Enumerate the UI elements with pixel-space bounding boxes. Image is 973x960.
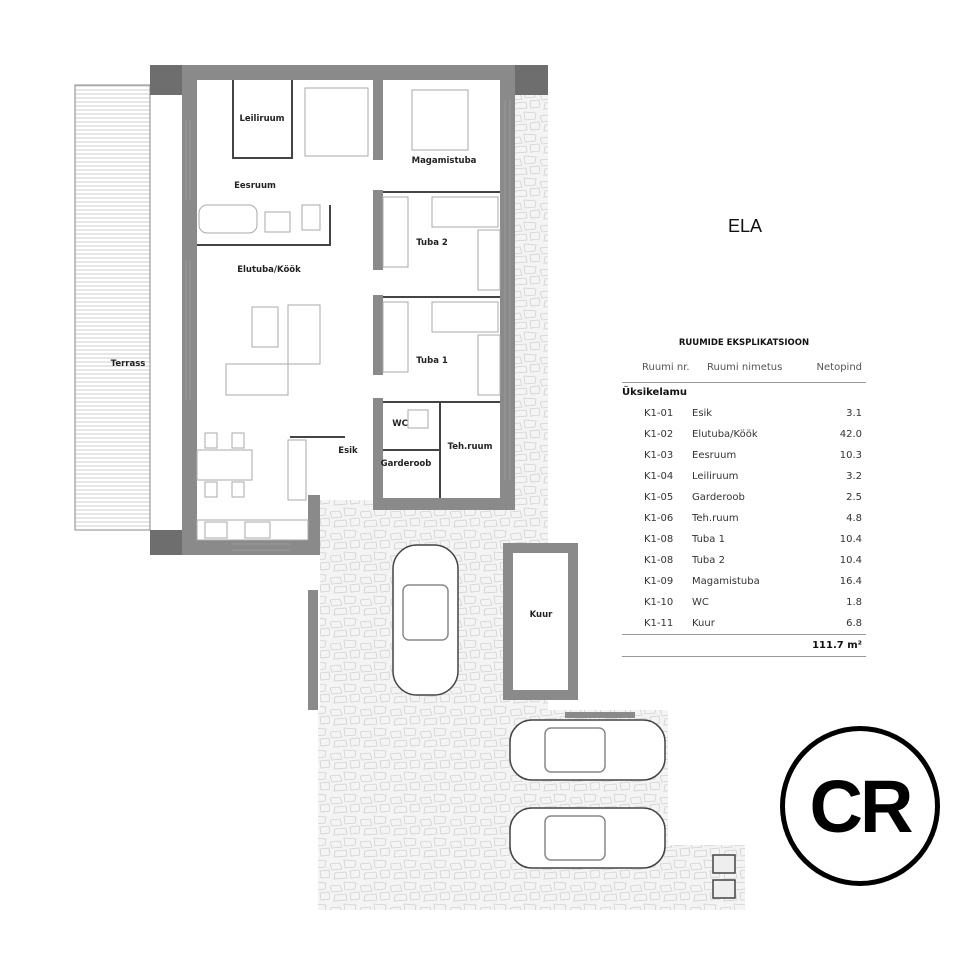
table-row: K1-08 Tuba 1 10.4 xyxy=(622,529,866,550)
room-schedule-table: RUUMIDE EKSPLIKATSIOON Ruumi nr. Ruumi n… xyxy=(622,336,866,657)
room-nr: K1-11 xyxy=(644,618,674,629)
room-name: Tuba 2 xyxy=(692,555,725,566)
room-label-kuur: Kuur xyxy=(530,610,554,620)
kuur-shed xyxy=(503,543,578,700)
net-area: 4.8 xyxy=(846,513,862,524)
room-nr: K1-05 xyxy=(644,492,674,503)
room-name: Kuur xyxy=(692,618,715,629)
table-row: K1-01 Esik 3.1 xyxy=(622,403,866,424)
cars xyxy=(392,544,736,899)
room-nr: K1-06 xyxy=(644,513,674,524)
room-label-magamistuba: Magamistuba xyxy=(412,156,477,166)
room-name: Teh.ruum xyxy=(692,513,739,524)
room-label-garderoob: Garderoob xyxy=(381,459,432,469)
room-name: WC xyxy=(692,597,709,608)
room-nr: K1-09 xyxy=(644,576,674,587)
room-name: Tuba 1 xyxy=(692,534,725,545)
room-name: Magamistuba xyxy=(692,576,760,587)
car-icon xyxy=(509,719,666,781)
windows xyxy=(185,100,511,551)
room-name: Leiliruum xyxy=(692,471,739,482)
table-row: K1-05 Garderoob 2.5 xyxy=(622,487,866,508)
room-label-leiliruum: Leiliruum xyxy=(239,114,284,124)
total-area: 111.7 m² xyxy=(812,640,862,651)
room-name: Elutuba/Köök xyxy=(692,429,758,440)
net-area: 42.0 xyxy=(839,429,862,440)
table-row: K1-09 Magamistuba 16.4 xyxy=(622,571,866,592)
net-area: 1.8 xyxy=(846,597,862,608)
table-row: K1-08 Tuba 2 10.4 xyxy=(622,550,866,571)
net-area: 10.4 xyxy=(839,534,862,545)
room-label-eesruum: Eesruum xyxy=(234,181,276,191)
table-title: RUUMIDE EKSPLIKATSIOON xyxy=(678,338,810,348)
room-label-esik: Esik xyxy=(338,446,358,456)
table-row: K1-10 WC 1.8 xyxy=(622,592,866,613)
table-row: K1-04 Leiliruum 3.2 xyxy=(622,466,866,487)
room-nr: K1-02 xyxy=(644,429,674,440)
net-area: 2.5 xyxy=(846,492,862,503)
room-label-terrass: Terrass xyxy=(111,359,146,369)
room-label-tehruum: Teh.ruum xyxy=(448,442,493,452)
header-room-name: Ruumi nimetus xyxy=(707,362,783,373)
room-name: Esik xyxy=(692,408,713,419)
net-area: 3.1 xyxy=(846,408,862,419)
interior-walls xyxy=(197,80,500,498)
header-net-area: Netopind xyxy=(816,362,862,373)
room-nr: K1-04 xyxy=(644,471,674,482)
table-header: Ruumi nr. Ruumi nimetus Netopind xyxy=(622,358,866,383)
net-area: 10.4 xyxy=(839,555,862,566)
room-label-tuba1: Tuba 1 xyxy=(416,356,448,366)
table-row: K1-06 Teh.ruum 4.8 xyxy=(622,508,866,529)
room-name: Eesruum xyxy=(692,450,737,461)
room-label-wc: WC xyxy=(392,419,408,429)
room-nr: K1-08 xyxy=(644,534,674,545)
room-name: Garderoob xyxy=(692,492,745,503)
header-room-nr: Ruumi nr. xyxy=(642,362,690,373)
furniture xyxy=(196,87,501,541)
room-nr: K1-08 xyxy=(644,555,674,566)
net-area: 16.4 xyxy=(839,576,862,587)
room-nr: K1-03 xyxy=(644,450,674,461)
table-group: Üksikelamu xyxy=(622,387,688,398)
terrace-deck xyxy=(74,84,151,531)
car-icon xyxy=(509,807,666,869)
plan-title: ELA xyxy=(728,216,763,236)
room-label-tuba2: Tuba 2 xyxy=(416,238,448,248)
room-nr: K1-10 xyxy=(644,597,674,608)
room-label-elutuba: Elutuba/Köök xyxy=(237,265,301,275)
table-row: K1-03 Eesruum 10.3 xyxy=(622,445,866,466)
room-nr: K1-01 xyxy=(644,408,674,419)
cr-logo: CR xyxy=(780,726,940,886)
table-row: K1-11 Kuur 6.8 xyxy=(622,613,866,634)
table-total-row: 111.7 m² xyxy=(622,634,866,657)
net-area: 3.2 xyxy=(846,471,862,482)
net-area: 6.8 xyxy=(846,618,862,629)
table-row: K1-02 Elutuba/Köök 42.0 xyxy=(622,424,866,445)
net-area: 10.3 xyxy=(839,450,862,461)
car-icon xyxy=(392,544,459,696)
